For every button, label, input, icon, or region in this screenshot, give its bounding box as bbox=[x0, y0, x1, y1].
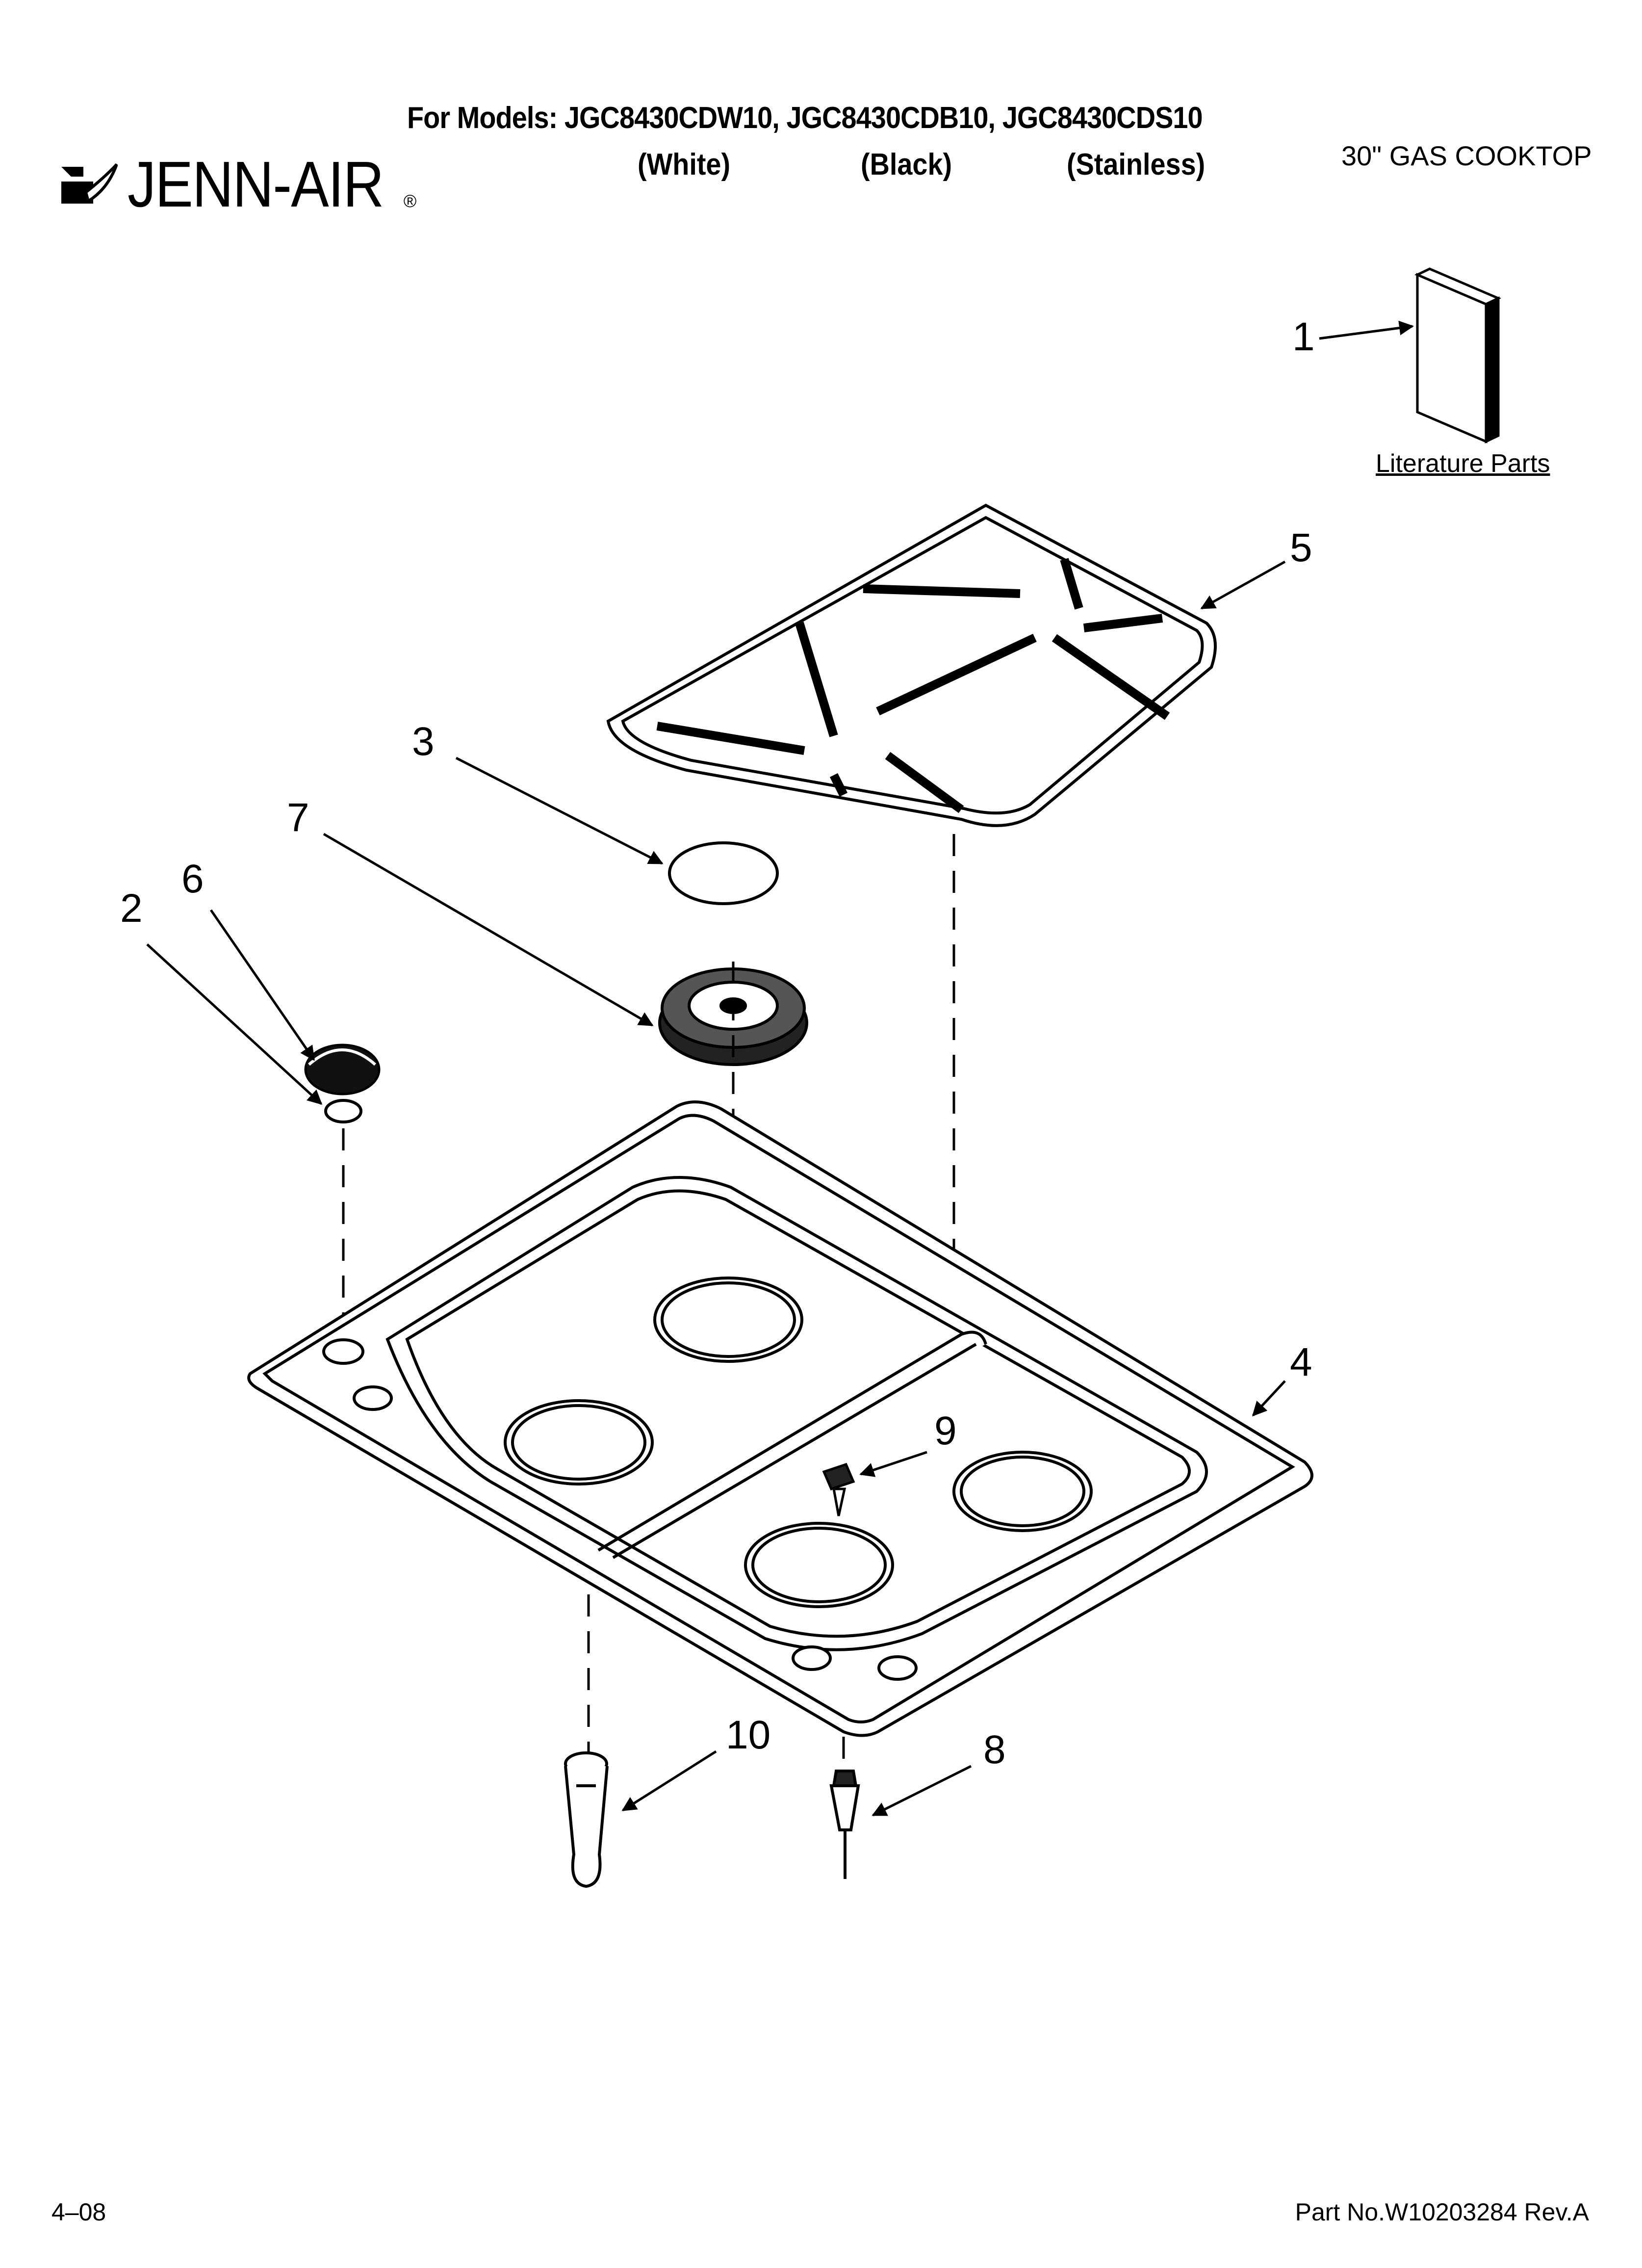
control-knob bbox=[304, 1043, 381, 1095]
spark-igniter bbox=[829, 1770, 860, 1879]
literature-parts-label: Literature Parts bbox=[1376, 449, 1550, 478]
callout-9: 9 bbox=[934, 1408, 957, 1453]
leader-line-9 bbox=[859, 1451, 927, 1477]
callout-7: 7 bbox=[287, 795, 309, 840]
leader-line-10 bbox=[621, 1750, 717, 1812]
variant-white: (White) bbox=[638, 148, 731, 182]
burner-cap bbox=[668, 841, 779, 905]
brand-registered-mark: ® bbox=[403, 191, 417, 211]
brand-swoosh-icon bbox=[61, 163, 118, 204]
leader-line-2 bbox=[146, 943, 323, 1105]
brand-logo: JENN-AIR ® bbox=[59, 147, 416, 221]
leader-line-5 bbox=[1200, 560, 1286, 610]
callout-4: 4 bbox=[1290, 1340, 1312, 1384]
appliance-type: 30" GAS COOKTOP bbox=[1341, 140, 1592, 171]
callout-8: 8 bbox=[983, 1727, 1006, 1772]
part-number: Part No.W10203284 Rev.A bbox=[1295, 2198, 1589, 2226]
cooktop-foot bbox=[564, 1751, 609, 1888]
burner-grate bbox=[606, 503, 1217, 827]
callout-10: 10 bbox=[726, 1713, 771, 1757]
models-line: For Models: JGC8430CDW10, JGC8430CDB10, … bbox=[407, 101, 1203, 135]
callout-6: 6 bbox=[181, 857, 204, 901]
leader-line-1 bbox=[1319, 320, 1414, 340]
callout-5: 5 bbox=[1290, 525, 1312, 570]
variant-black: (Black) bbox=[861, 148, 952, 182]
leader-line-3 bbox=[455, 756, 664, 865]
models-prefix: For Models: bbox=[407, 101, 558, 135]
leader-line-6 bbox=[209, 909, 315, 1061]
callout-2: 2 bbox=[120, 886, 143, 931]
brand-name: JENN-AIR bbox=[128, 148, 384, 220]
literature-booklet bbox=[1414, 267, 1502, 443]
knob-bezel bbox=[324, 1099, 362, 1123]
variant-stainless: (Stainless) bbox=[1067, 148, 1206, 182]
callout-3: 3 bbox=[412, 719, 435, 764]
screw bbox=[822, 1462, 855, 1516]
leader-line-7 bbox=[323, 833, 654, 1027]
leader-line-4 bbox=[1252, 1380, 1286, 1417]
leader-line-8 bbox=[872, 1765, 972, 1817]
date-code: 4–08 bbox=[51, 2198, 106, 2226]
model-numbers: JGC8430CDW10, JGC8430CDB10, JGC8430CDS10 bbox=[564, 101, 1203, 135]
cooktop-main-top bbox=[247, 1100, 1313, 1737]
callout-1: 1 bbox=[1292, 314, 1315, 359]
